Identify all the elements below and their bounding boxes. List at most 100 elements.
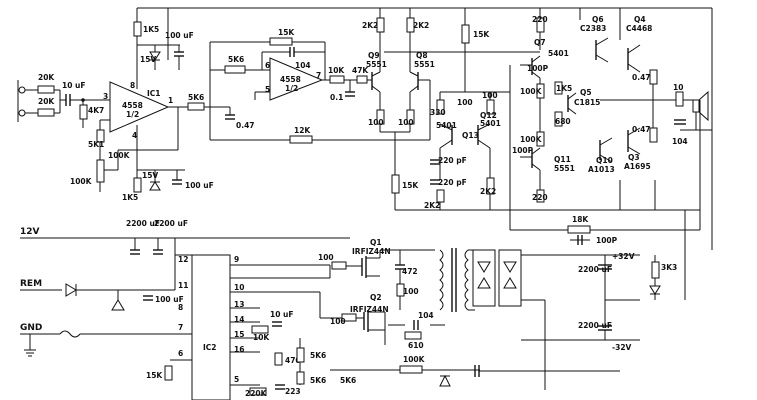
- ic2-pin6: 6: [178, 349, 183, 358]
- resistor-1k5-bottom: [133, 177, 142, 193]
- q8-model: 5551: [414, 60, 435, 69]
- label-c-100uf-bot: 100 uF: [185, 181, 214, 190]
- label-c-100p-a: 100P: [527, 64, 549, 73]
- differential-pair: 2K2 2K2 Q9 5551 Q8 5551 100 100 15K: [362, 17, 620, 211]
- ic2-pwm: IC2 9 10 13 14 15 16 5 12 11 8 7 6 15K 1…: [146, 238, 620, 400]
- ic2-chip: [191, 254, 231, 400]
- q2-name: Q2: [370, 293, 382, 302]
- q1-model: IRFIZ44N: [352, 247, 391, 256]
- label-vpos: +32V: [612, 252, 635, 261]
- ic2-pin5: 5: [234, 375, 239, 384]
- label-c-104-c: 104: [418, 311, 434, 320]
- resistor-18k: [567, 225, 591, 234]
- transformer-secondary: [464, 249, 469, 311]
- ic1-model: 4558: [122, 101, 143, 110]
- resistor-100k-a: [536, 83, 545, 99]
- label-r-4k7: 4K7: [88, 106, 104, 115]
- q11-model: 5551: [554, 164, 575, 173]
- q13-name: Q13: [462, 131, 479, 140]
- ic1b-opamp: 5K6 0.47 15K 5K6 104 6 5 4558 1/2 7 10K: [168, 28, 430, 144]
- q6-model: C2383: [580, 24, 606, 33]
- label-c-100p-c: 100P: [596, 236, 618, 245]
- resistor-5k6-c: [296, 347, 305, 363]
- label-r-047-b: 0.47: [632, 125, 651, 134]
- ic2-pin14: 14: [234, 315, 244, 324]
- label-c-2200-a: 2200 uF: [126, 219, 160, 228]
- label-r-5k1: 5K1: [88, 140, 104, 149]
- input-section: 20K 20K 10 uF 4K7: [17, 73, 110, 128]
- label-r-10k-ic2: 10K: [253, 333, 270, 342]
- ic1b-pin5: 5: [265, 85, 270, 94]
- q7-name: Q7: [534, 38, 546, 47]
- label-r-610: 610: [408, 341, 424, 350]
- q2-model: IRFIZ44N: [350, 305, 389, 314]
- power-input: 12V REM GND 2200 uF 2200 uF 100 uF: [20, 219, 350, 357]
- resistor-100k-fb: [399, 365, 423, 374]
- label-zener-15v-top: 15V: [140, 55, 156, 64]
- label-zener-15v-bot: 15V: [142, 171, 158, 180]
- ic2-pin12: 12: [178, 255, 188, 264]
- label-r-12k: 12K: [294, 126, 311, 135]
- label-r-2k2-b: 2K2: [413, 21, 429, 30]
- driver-output: 220 Q7 5401 100P 100K 1K5 Q5 C1815 680 1…: [500, 15, 712, 245]
- ic1b-half: 1/2: [285, 84, 298, 93]
- mosfet-converter: 100 Q1 IRFIZ44N 100 Q2 IRFIZ44N 472 100 …: [318, 238, 640, 390]
- ic2-pin11: 11: [178, 281, 188, 290]
- input-jack-1[interactable]: [18, 86, 26, 94]
- label-r-100k-a: 100K: [520, 87, 543, 96]
- resistor-220k: [249, 387, 267, 396]
- label-r-100k-b: 100K: [520, 135, 543, 144]
- label-r-100k-fb: 100K: [403, 355, 426, 364]
- resistor-5k6-b: [224, 65, 246, 74]
- q12-name: Q12: [480, 111, 497, 120]
- ic2-pin7: 7: [178, 323, 183, 332]
- q11-name: Q11: [554, 155, 571, 164]
- resistor-5k6-d: [296, 371, 305, 385]
- label-c-047: 0.47: [236, 121, 255, 130]
- resistor-047-b: [649, 127, 658, 143]
- q8-name: Q8: [416, 51, 428, 60]
- resistor-10k: [329, 75, 345, 84]
- label-c-2200-pwr1: 2200 uF: [578, 265, 612, 274]
- label-r-2k2-c: 2K2: [424, 201, 440, 210]
- label-r-5k6-d: 5K6: [310, 376, 326, 385]
- label-r-in2: 20K: [38, 97, 55, 106]
- label-r-680: 680: [555, 117, 571, 126]
- ic2-pin13: 13: [234, 300, 244, 309]
- potentiometer-100k[interactable]: [96, 159, 105, 183]
- led-icon: [649, 285, 661, 295]
- label-r-220-a: 220: [532, 15, 548, 24]
- resistor-1k5-c: [554, 81, 563, 95]
- label-r-330: 330: [430, 108, 446, 117]
- label-r-100-c: 100: [457, 98, 473, 107]
- resistor-4k7: [79, 104, 88, 120]
- label-r-in1: 20K: [38, 73, 55, 82]
- ic2-pin8: 8: [178, 303, 183, 312]
- label-c-472: 472: [402, 267, 418, 276]
- resistor-470: [274, 352, 283, 366]
- ic1-name: IC1: [147, 89, 161, 98]
- label-c-10uf-ic2: 10 uF: [270, 310, 294, 319]
- ic2-pin15: 15: [234, 330, 244, 339]
- label-r-10k: 10K: [328, 66, 345, 75]
- label-r-1k5-c: 1K5: [556, 84, 572, 93]
- q7-model: 5401: [548, 49, 569, 58]
- ic2-pin16: 16: [234, 345, 244, 354]
- q9-name: Q9: [368, 51, 380, 60]
- label-r-15k-c: 15K: [473, 30, 490, 39]
- q13-model: 5401: [436, 121, 457, 130]
- resistor-220-a: [536, 17, 545, 33]
- resistor-680: [554, 111, 563, 127]
- label-r-100-a: 100: [368, 118, 384, 127]
- label-r-3k3: 3K3: [661, 263, 677, 272]
- label-r-100-q: 100: [403, 287, 419, 296]
- input-jack-2[interactable]: [18, 109, 26, 117]
- speaker-coil: [692, 99, 700, 113]
- label-r-100-gate1: 100: [318, 253, 334, 262]
- wiring-top: [136, 7, 713, 250]
- label-c-104-b: 104: [672, 137, 688, 146]
- label-r-220-b: 220: [532, 193, 548, 202]
- resistor-20k-2: [37, 108, 55, 117]
- q5-model: C1815: [574, 98, 600, 107]
- label-r-5k6-a: 5K6: [188, 93, 204, 102]
